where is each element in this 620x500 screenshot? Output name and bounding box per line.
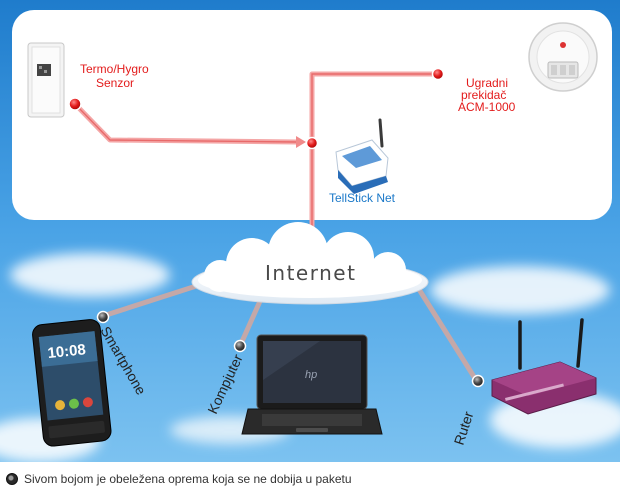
sensor-label-line2: Senzor: [96, 76, 134, 90]
legend-text: Sivom bojom je obeležena oprema koja se …: [24, 472, 352, 486]
router-node: [471, 374, 485, 388]
tellstick-label: TellStick Net: [329, 191, 396, 205]
switch-label-line3: ACM-1000: [458, 100, 516, 114]
sensor-node: [68, 97, 82, 111]
tellstick-net-device: [335, 118, 389, 194]
home-links-core: [74, 73, 436, 250]
arrowhead-to-tellstick: [296, 136, 306, 148]
switch-label-line1: Ugradni: [466, 76, 508, 90]
tellstick-node: [305, 136, 319, 150]
laptop-brand: hp: [305, 369, 317, 381]
switch-label-line2: prekidač: [461, 88, 506, 102]
sky-clouds: [0, 253, 620, 462]
smartphone-device: 10:08: [32, 319, 112, 447]
acm-1000-switch: [528, 22, 598, 92]
computer-node: [233, 339, 247, 353]
legend: Sivom bojom je obeležena oprema koja se …: [6, 470, 352, 488]
switch-node: [431, 67, 445, 81]
router-device: [491, 318, 597, 415]
internet-label: Internet: [265, 261, 356, 285]
legend-gray-dot-icon: [6, 473, 18, 485]
thermo-hygro-sensor: [27, 42, 65, 118]
smartphone-node: [96, 310, 110, 324]
internet-cloud: [191, 222, 429, 305]
phone-clock: 10:08: [47, 341, 87, 362]
sensor-label-line1: Termo/Hygro: [80, 62, 149, 76]
laptop-device: hp: [241, 334, 383, 435]
